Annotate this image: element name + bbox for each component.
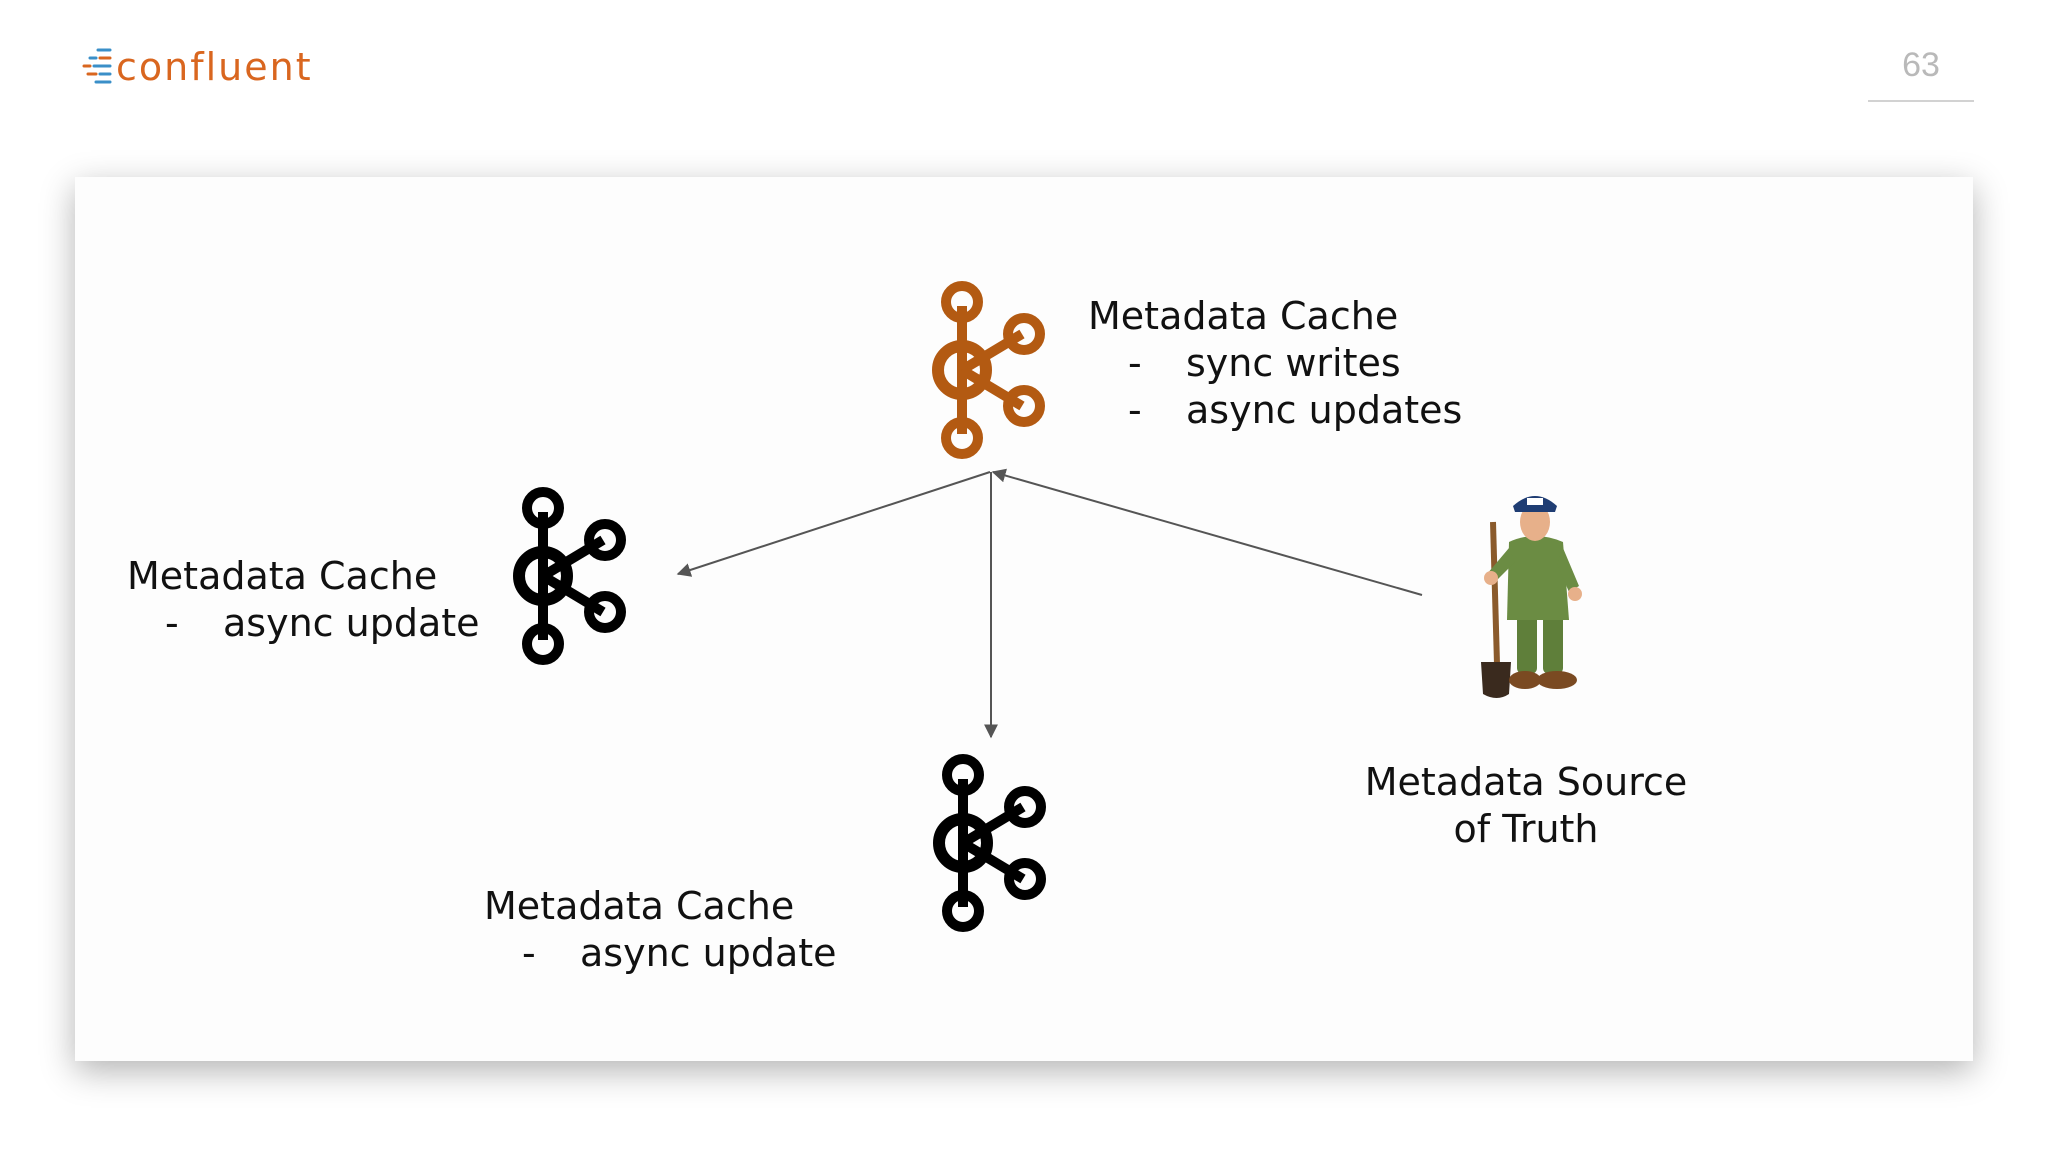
kafka-logo-icon-broker-left	[519, 492, 621, 660]
label-zookeeper: Metadata Source of Truth	[1363, 759, 1689, 853]
bullet-text: sync writes	[1186, 341, 1401, 385]
edge-zookeeper-to-leader	[991, 468, 1423, 596]
kafka-logo-icon-broker-bottom	[939, 759, 1041, 927]
label-broker-bottom: Metadata Cache -async update	[484, 883, 837, 977]
bullet-marker: -	[1128, 341, 1142, 385]
label-broker-left: Metadata Cache -async update	[127, 553, 480, 647]
zookeeper-icon	[1481, 496, 1582, 698]
page-number: 63	[1902, 46, 1940, 84]
edge-leader-to-broker-left	[676, 471, 991, 577]
brand-name: confluent	[116, 45, 313, 89]
node-title: Metadata Cache	[127, 554, 438, 598]
slide-content-panel: Metadata Cache -sync writes -async updat…	[75, 177, 1973, 1061]
bullet-marker: -	[522, 931, 536, 975]
node-title-line: of Truth	[1453, 807, 1599, 851]
bullet-text: async update	[580, 931, 837, 975]
confluent-logo: confluent	[80, 42, 313, 92]
confluent-logo-mark-icon	[82, 48, 112, 84]
node-title: Metadata Cache	[484, 884, 795, 928]
label-leader: Metadata Cache -sync writes -async updat…	[1088, 293, 1462, 434]
kafka-logo-icon-leader	[938, 286, 1040, 454]
bullet-text: async update	[223, 601, 480, 645]
bullet-marker: -	[165, 601, 179, 645]
diagram-canvas	[75, 177, 1582, 1061]
bullet-marker: -	[1128, 388, 1142, 432]
node-title-line: Metadata Source	[1364, 760, 1688, 804]
node-title: Metadata Cache	[1088, 294, 1399, 338]
page-number-underline	[1868, 100, 1974, 102]
bullet-text: async updates	[1186, 388, 1463, 432]
